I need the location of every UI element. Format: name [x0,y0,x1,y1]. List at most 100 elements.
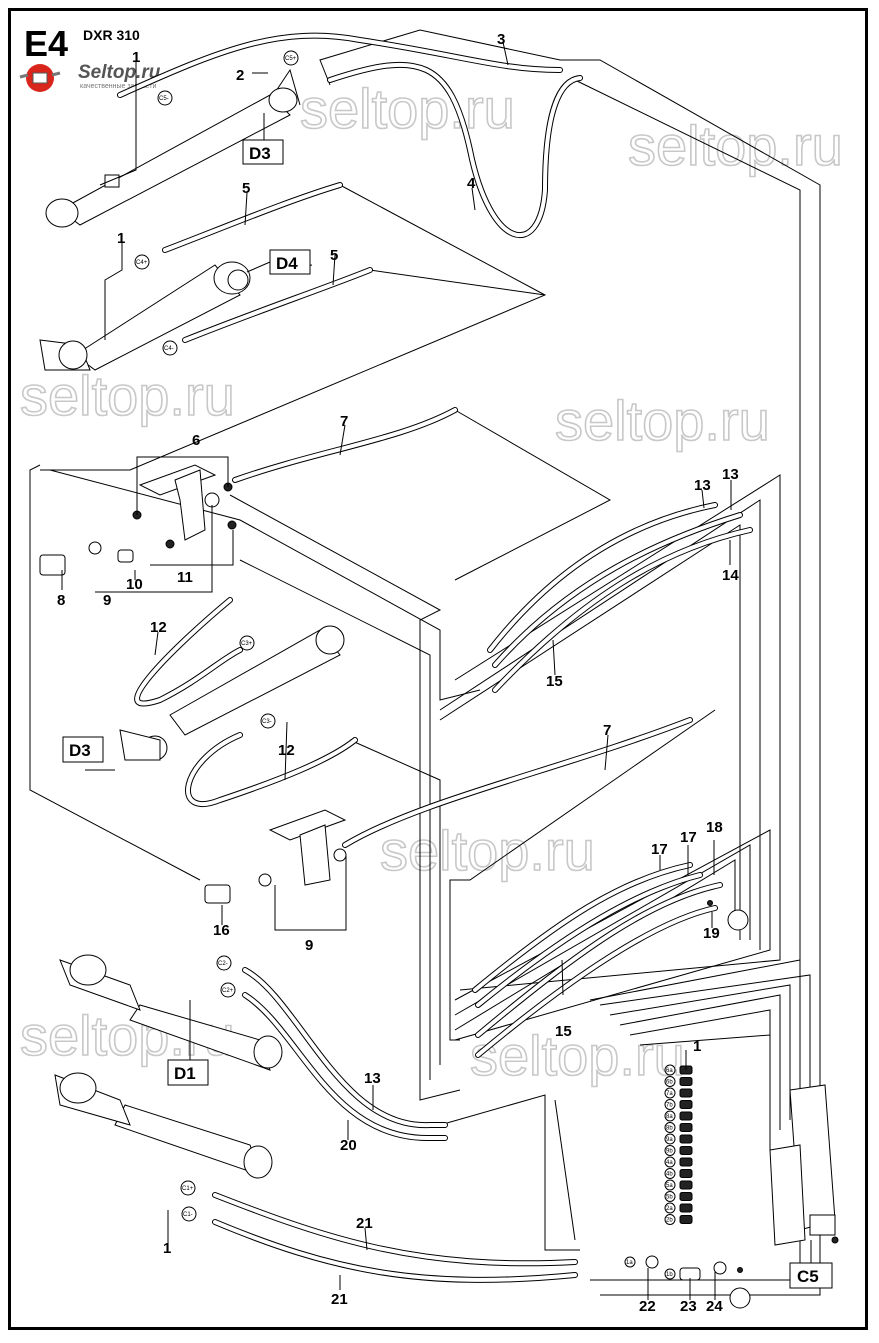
callout-12: 12 [150,619,167,636]
routing-lines [29,29,821,1296]
svg-text:C4-: C4- [164,346,174,352]
valve-port-tag: 7a [664,1087,693,1099]
callout-3: 3 [497,31,505,48]
callout-10: 10 [126,576,143,593]
callout-16: 16 [213,922,230,939]
seltop-logo: Seltop.ru качественные запчасти [19,62,161,92]
callout-12: 12 [278,742,295,759]
bracket-9 [204,809,347,904]
leader-lines [61,41,812,1300]
valve-fitting [679,1123,693,1132]
diagram-frame [8,8,868,1330]
watermark-text: seltop.ru [300,77,515,140]
svg-text:7b: 7b [666,1103,673,1109]
callout-17: 17 [680,829,697,846]
svg-text:8a: 8a [666,1114,673,1120]
cylinder-d1-upper [59,954,283,1071]
svg-text:C3+: C3+ [241,641,253,647]
callout-14: 14 [722,567,739,584]
callout-19: 19 [703,925,720,942]
callout-24: 24 [706,1298,723,1315]
valve-fitting [679,1215,693,1224]
model-name: DXR 310 [83,27,140,43]
valve-fitting [679,1111,693,1121]
ref-box-d4[interactable]: D4 [269,249,311,275]
svg-text:C1-: C1- [183,1212,193,1218]
valve-port-tag: 5b [664,1191,693,1202]
valve-port-tag: 9b [664,1145,693,1156]
bracket-6 [132,464,237,541]
watermark-text: seltop.ru [628,114,843,177]
valve-port-tag: 8b [664,1122,693,1133]
port-tags: C5- C5+ C4+ C4- C3+ C3- C2- C2+ C1+ C1- [134,50,299,1222]
callout-1: 1 [132,49,140,66]
watermark-text: seltop.ru [555,389,770,452]
page-code: E4 [24,23,68,64]
valve-port-tag: 1a [624,1256,636,1268]
ref-box-d1[interactable]: D1 [167,1059,209,1086]
svg-text:C5-: C5- [159,96,169,102]
svg-text:9a: 9a [666,1137,673,1143]
callout-1: 1 [693,1038,701,1055]
ref-box-d3-mid[interactable]: D3 [62,736,104,763]
svg-text:1a: 1a [626,1260,633,1266]
svg-text:2a: 2a [666,1206,673,1212]
port-tag: C3+ [239,635,255,651]
control-valve-c5 [769,1084,839,1246]
fittings-8-10-11 [39,539,175,576]
callout-13: 13 [694,477,711,494]
callout-1: 1 [163,1240,171,1257]
valve-port-tag: 4b [664,1168,693,1179]
valve-port-tag: 9a [664,1133,693,1145]
logo-tagline: качественные запчасти [80,83,156,90]
port-tag: C5- [157,90,173,106]
svg-text:D3: D3 [69,741,91,760]
svg-text:4a: 4a [666,1160,673,1166]
svg-text:D1: D1 [174,1064,196,1083]
svg-text:2b: 2b [666,1218,673,1224]
port-tag: C5+ [283,50,299,66]
svg-text:C3-: C3- [262,719,272,725]
svg-text:5b: 5b [666,1195,673,1201]
valve-port-tag: 8a [664,1110,693,1122]
port-tag: C4- [162,340,178,356]
port-tag: C2- [216,955,232,971]
cylinder-d4 [39,261,251,371]
hoses [117,32,753,1283]
fittings-22-23-24 [645,900,751,1309]
valve-port-tag: 5a [664,1179,693,1191]
svg-text:C4+: C4+ [136,260,148,266]
port-tag: C2+ [220,982,236,998]
ref-box-d3-top[interactable]: D3 [242,139,284,165]
callout-2: 2 [236,67,244,84]
valve-port-tag: 2b [664,1214,693,1225]
svg-text:C2-: C2- [218,961,228,967]
callout-11: 11 [177,569,193,586]
watermark-text: seltop.ru [20,364,235,427]
port-tag: C4+ [134,254,150,270]
svg-text:D3: D3 [249,144,271,163]
assembly-ref-boxes: D3 D4 D3 D1 C5 [62,139,833,1289]
svg-text:7a: 7a [666,1091,673,1097]
valve-fitting [679,1146,693,1155]
ref-box-c5[interactable]: C5 [789,1262,833,1289]
callout-15: 15 [555,1023,572,1040]
callout-4: 4 [467,175,476,192]
valve-fitting [679,1088,693,1098]
svg-text:5a: 5a [666,1183,673,1189]
valve-fitting [679,1100,693,1109]
valve-port-tag: 1b [664,1268,676,1280]
valve-fitting [679,1180,693,1190]
callout-9: 9 [305,937,313,954]
callout-18: 18 [706,819,723,836]
callout-7: 7 [340,413,348,430]
cylinder-top-d3 [45,87,298,228]
callout-17: 17 [651,841,668,858]
svg-text:8b: 8b [666,1126,673,1132]
valve-port-tag: 2a [664,1202,693,1214]
svg-text:C1+: C1+ [182,1186,194,1192]
logo-brand: Seltop.ru [78,62,161,83]
valve-fitting [679,1157,693,1167]
valve-port-tag: 7b [664,1099,693,1110]
callout-6: 6 [192,432,200,449]
